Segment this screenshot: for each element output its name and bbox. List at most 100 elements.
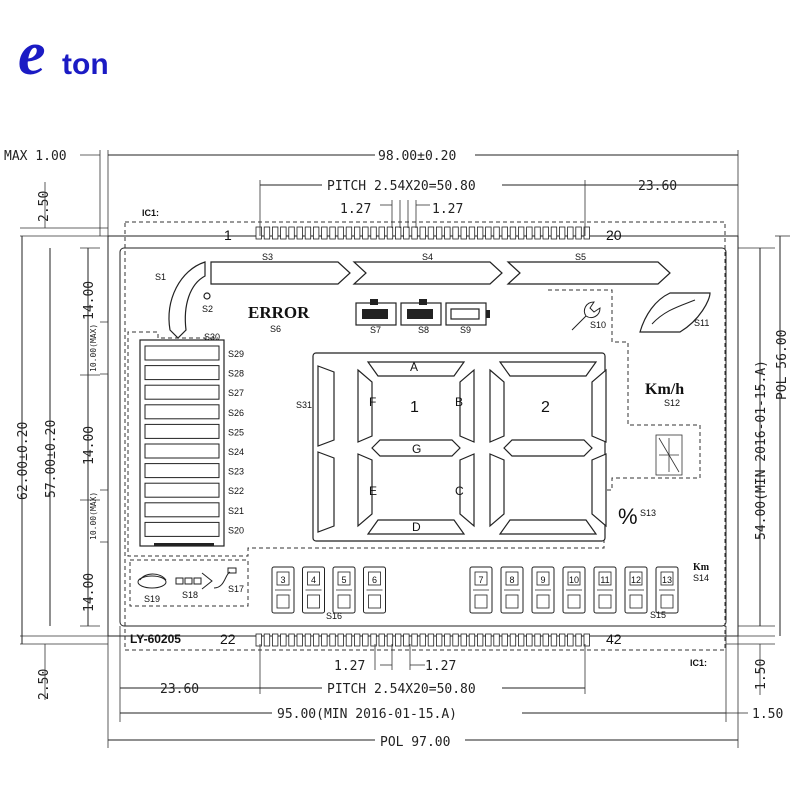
pin-top — [280, 226, 287, 240]
small-digit-label: 11 — [600, 575, 609, 585]
small-digit-9: 9 — [531, 566, 555, 614]
pin-top — [362, 226, 369, 240]
digit-1-label: 1 — [410, 399, 419, 416]
dim-margin-right: 1.50 — [752, 707, 783, 722]
pin-bottom — [452, 633, 459, 647]
pin-bottom — [444, 633, 451, 647]
pin-top — [567, 226, 574, 240]
pin-bottom — [583, 633, 590, 647]
pin-top — [550, 226, 558, 240]
kmh-indicator: Km/h — [645, 381, 684, 398]
dim-pitch-bottom: PITCH 2.54X20=50.80 — [327, 682, 476, 697]
ic1-label-top: IC1: — [142, 208, 159, 218]
pin-bottom — [288, 633, 295, 647]
digit-1-seg-g — [371, 439, 461, 457]
small-digit-5: 5 — [332, 566, 356, 614]
digit-1-seg-e — [357, 453, 373, 528]
pin-bottom — [386, 633, 394, 647]
eton-logo: e ton — [18, 20, 109, 88]
logo-ton: ton — [62, 48, 109, 81]
pin-22-label: 22 — [220, 631, 236, 647]
s31-half-digit — [317, 365, 335, 533]
logo-e: e — [18, 20, 46, 88]
battery-bar-s27 — [144, 384, 220, 400]
s5-arrow-bar — [506, 261, 671, 285]
pin-bottom — [509, 633, 517, 647]
pin-bottom — [501, 633, 508, 647]
pin-top — [476, 226, 484, 240]
small-digit-10: 10 — [562, 566, 586, 614]
small-digit-label: 8 — [509, 575, 514, 585]
pin-bottom — [559, 633, 566, 647]
digit-2-segments — [489, 361, 607, 535]
main-zone-outline — [127, 289, 701, 557]
small-digit-4: 4 — [302, 566, 325, 614]
small-digit-13: 13 — [655, 566, 679, 614]
seg-d-label: D — [412, 520, 421, 534]
pin-bottom — [263, 633, 271, 647]
battery-bar-label: S21 — [228, 506, 244, 516]
dim-height-inner: 57.00±0.20 — [44, 420, 59, 498]
pin-top — [435, 226, 443, 240]
battery-bar-s29 — [144, 345, 220, 361]
dim-seg-14-a: 14.00 — [82, 281, 97, 320]
pin-top — [559, 226, 566, 240]
pin-top — [321, 226, 328, 240]
small-digit-3: 3 — [271, 566, 295, 614]
pin-top — [296, 226, 303, 240]
pin-1-label: 1 — [224, 227, 232, 243]
left-dimensions: 62.00±0.20 57.00±0.20 2.50 2.50 14.00 14… — [16, 182, 109, 700]
pin-bottom — [255, 633, 262, 647]
dim-pol-width: POL 97.00 — [380, 735, 450, 750]
pin-bottom — [296, 633, 303, 647]
pin-top — [386, 226, 394, 240]
battery-bar-label: S20 — [228, 525, 244, 535]
pin-row-bottom — [255, 633, 590, 647]
pin-top — [485, 226, 492, 240]
pin-top — [526, 226, 533, 240]
dim-pin-gap-top-b: 1.27 — [432, 202, 463, 217]
model-number: LY-60205 — [130, 632, 181, 646]
digit-1-seg-b — [459, 368, 475, 443]
pin-bottom — [411, 633, 418, 647]
battery-bar-s22 — [144, 482, 220, 498]
digit-2-label: 2 — [541, 399, 550, 416]
pin-bottom — [304, 633, 312, 647]
dim-bottom-2-50: 2.50 — [37, 669, 52, 700]
pin-bottom — [550, 633, 558, 647]
pin-bottom — [435, 633, 443, 647]
s7-icon — [355, 299, 397, 326]
pin-bottom — [476, 633, 484, 647]
pin-top — [337, 226, 344, 240]
dim-overall-width: 98.00±0.20 — [378, 149, 456, 164]
battery-base — [154, 543, 214, 546]
digit-1-segments — [357, 361, 475, 535]
pin-bottom — [485, 633, 492, 647]
dim-seg-14-b: 14.00 — [82, 426, 97, 465]
pin-bottom — [526, 633, 533, 647]
pin-top — [583, 226, 590, 240]
pin-bottom — [353, 633, 361, 647]
s12-label: S12 — [664, 398, 680, 408]
digit-1-seg-f — [357, 368, 373, 443]
s18-icon — [175, 572, 213, 590]
battery-bar-s28 — [144, 365, 220, 381]
digit-2-seg-a — [498, 361, 598, 377]
small-digit-12: 12 — [624, 566, 648, 614]
s19-label: S19 — [144, 594, 160, 604]
small-digit-label: 3 — [280, 575, 285, 585]
s1-arc-icon — [168, 261, 206, 339]
s8-icon — [400, 299, 442, 326]
s3-arrow-bar — [210, 261, 351, 285]
s4-label: S4 — [422, 252, 433, 262]
small-digit-7: 7 — [469, 566, 493, 614]
pin-bottom — [378, 633, 385, 647]
small-digit-label: 6 — [372, 575, 377, 585]
dim-pin-gap-top-a: 1.27 — [340, 202, 371, 217]
small-digit-11: 11 — [593, 566, 617, 614]
small-digit-6: 6 — [363, 566, 386, 614]
pin-top — [518, 226, 525, 240]
pin-top — [378, 226, 385, 240]
